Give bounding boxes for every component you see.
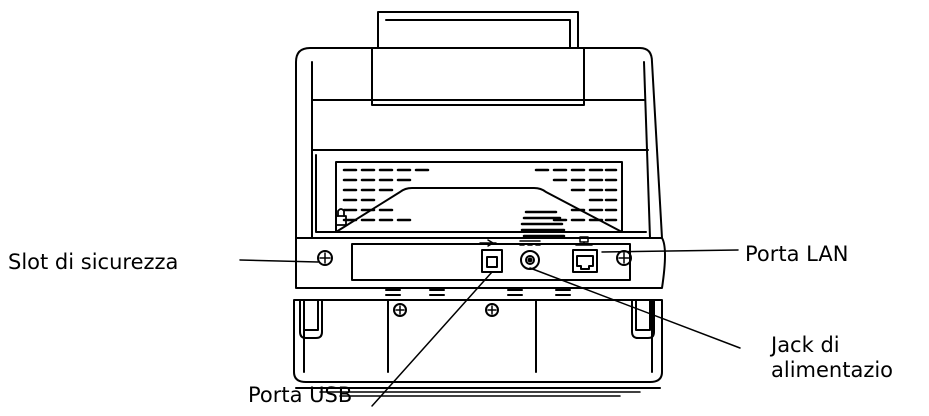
leader-lan-port xyxy=(601,249,739,253)
label-power-jack-line1: Jack di xyxy=(771,333,840,357)
connector-clips xyxy=(385,289,571,296)
leader-security-slot xyxy=(239,259,319,263)
leader-power-jack xyxy=(529,267,741,349)
scanner-base xyxy=(293,299,663,397)
port-panel xyxy=(295,237,666,289)
power-jack xyxy=(520,250,540,270)
usb-port xyxy=(481,249,503,273)
label-lan-port: Porta LAN xyxy=(745,242,849,266)
base-foot-left xyxy=(299,299,323,339)
label-usb-port: Porta USB xyxy=(248,383,353,407)
usb-symbol-icon xyxy=(479,239,497,247)
label-power-jack-line2: alimentazio xyxy=(771,358,894,383)
vent-grille xyxy=(335,161,623,233)
leader-lines xyxy=(239,249,741,407)
base-foot-right xyxy=(631,299,655,339)
lock-icon xyxy=(335,208,347,226)
leader-usb-port xyxy=(371,271,493,407)
label-power-jack: Jack di alimentazio xyxy=(771,333,893,383)
paper-tray xyxy=(371,11,585,106)
label-security-slot: Slot di sicurezza xyxy=(8,250,179,274)
lan-port xyxy=(572,249,598,273)
network-symbol-icon xyxy=(575,236,593,246)
dc-symbol-icon xyxy=(519,240,541,246)
fan-grille xyxy=(520,210,566,238)
